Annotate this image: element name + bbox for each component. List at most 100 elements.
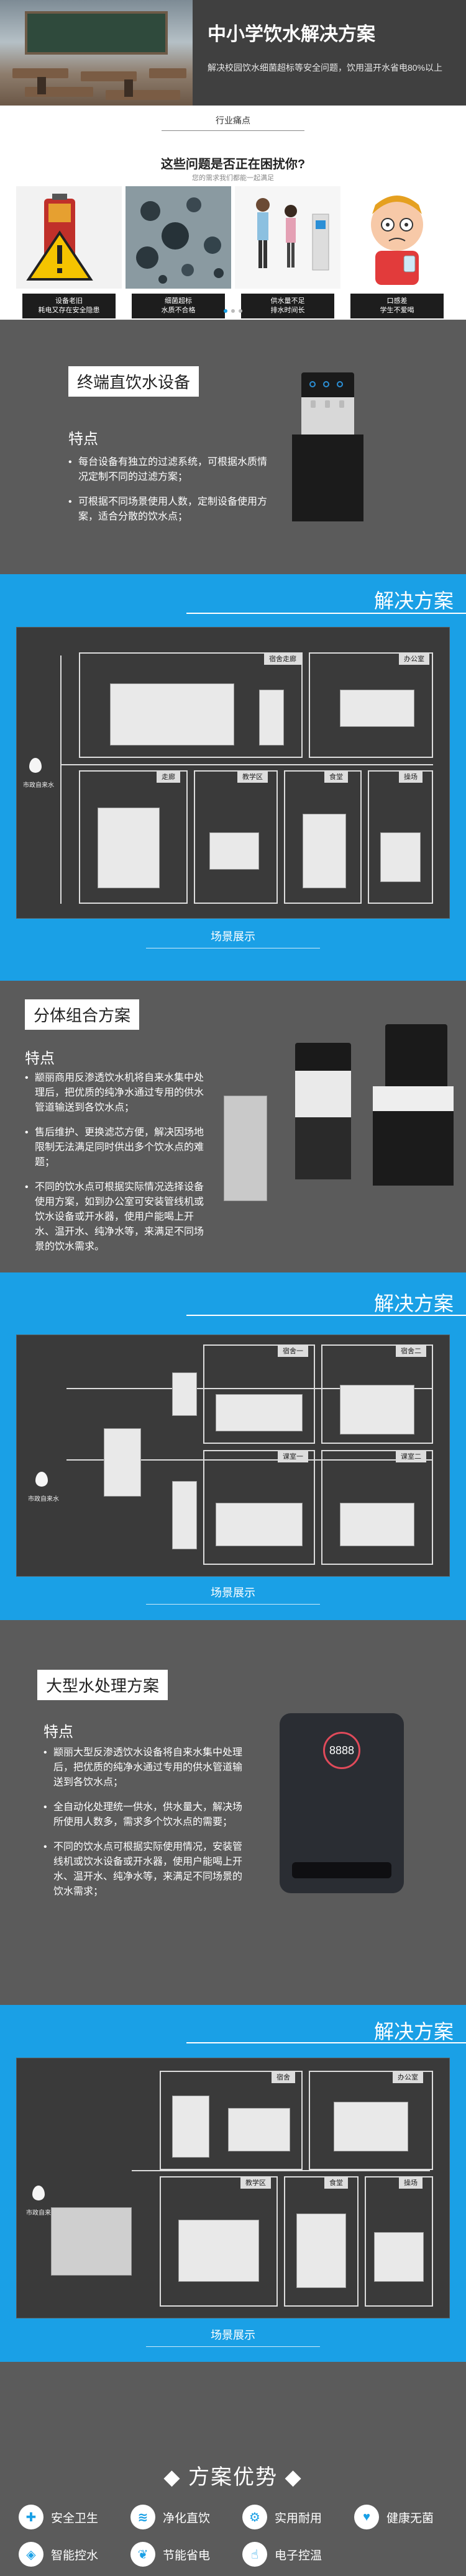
room-tag: 宿舍走廊 — [264, 652, 301, 665]
split-title: 分体组合方案 — [25, 999, 140, 1030]
solution-three: 解决方案 市政自来水 宿舍 办公室 教学区 食堂 操场 场景展示 — [0, 2005, 466, 2362]
child-icon — [344, 186, 450, 289]
water-dispenser-image — [292, 1043, 354, 1186]
large-title: 大型水处理方案 — [37, 1670, 168, 1700]
scene-label: 场景展示 — [0, 928, 466, 948]
room-tag: 操场 — [399, 2176, 423, 2189]
advantage-item: ⚙实用耐用 — [242, 2505, 322, 2529]
advantage-label: 健康无菌 — [386, 2511, 434, 2525]
room-tag: 办公室 — [393, 2071, 423, 2083]
hero-description: 解决校园饮水细菌超标等安全问题，饮用温开水省电80%以上 — [208, 63, 443, 73]
temp-display: 8888 — [329, 1744, 355, 1757]
advantage-item: ❦ 节能省电 — [130, 2542, 210, 2567]
pain-question: 这些问题是否正在困扰你? — [160, 158, 306, 171]
advantage-label: 节能省电 — [163, 2549, 211, 2562]
advantage-item: ✚ 安全卫生 — [19, 2505, 98, 2529]
feature-item: 不同的饮水点可根据实际使用情况，安装管线机或饮水设备或开水器，使用户能喝上开水、… — [43, 1840, 242, 1899]
feature-list: 每台设备有独立的过滤系统，可根据水质情况定制不同的过滤方案； 可根据不同场景使用… — [68, 455, 267, 534]
water-dispenser-image: 8888 — [280, 1713, 404, 1893]
solution-one: 解决方案 市政自来水 宿舍走廊 办公室 走廊 教学区 食堂 操场 — [0, 574, 466, 981]
queue-icon — [235, 186, 340, 289]
water-drop-icon — [32, 2186, 45, 2200]
large-section: 大型水处理方案 特点 颛丽大型反渗透饮水设备将自来水集中处理后，把优质的纯净水通… — [0, 1620, 466, 2005]
advantages-header: ◆ 方案优势 ◆ — [0, 2449, 466, 2498]
room-tag: 教学区 — [240, 2176, 271, 2189]
advantage-label: 智能控水 — [51, 2549, 99, 2562]
scene-diagram: 市政自来水 宿舍一 宿舍二 课室一 课室二 — [16, 1335, 450, 1577]
room-tag: 课室一 — [278, 1450, 308, 1462]
hero-title: 中小学饮水解决方案 — [208, 24, 375, 45]
scene-label: 场景展示 — [0, 2326, 466, 2347]
pain-subtitle: 您的需求我们都能一起满足 — [192, 174, 274, 182]
feature-list: 颛丽商用反渗透饮水机将自来水集中处理后，把优质的纯净水通过专用的供水管道输送到各… — [25, 1071, 211, 1264]
feature-heading: 特点 — [43, 1724, 73, 1741]
bacteria-icon — [126, 186, 231, 289]
feature-heading: 特点 — [25, 1050, 55, 1067]
chip-icon: ◈ — [19, 2542, 43, 2567]
advantage-item: ☝ 电子控温 — [242, 2542, 322, 2567]
pain-caption: 供水量不足 排水时间长 — [241, 294, 334, 318]
battery-warning-icon — [16, 186, 122, 289]
feature-item: 全自动化处理统一供水，供水量大，解决场所使用人数多，需求多个饮水点的需要； — [43, 1800, 242, 1830]
room-tag: 宿舍一 — [278, 1344, 308, 1357]
source-label: 市政自来水 — [23, 782, 54, 789]
pain-tag: 行业痛点 — [0, 114, 466, 131]
pain-card[interactable]: 细菌超标 水质不合格 — [126, 186, 231, 318]
pain-caption: 细菌超标 水质不合格 — [132, 294, 225, 318]
advantages-grid: ✚ 安全卫生 ≋ 净化直饮 ⚙实用耐用 ♥ 健康无菌 ◈ 智能控水 ❦ 节能省电 ☝ 电子控… — [0, 2498, 466, 2576]
feature-item: 可根据不同场景使用人数，定制设备使用方案，适合分散的饮水点； — [68, 495, 267, 525]
carousel-dots[interactable] — [0, 305, 466, 316]
scene-label: 场景展示 — [0, 1584, 466, 1605]
advantages-title: ◆ 方案优势 ◆ — [163, 2466, 303, 2489]
advantage-label: 安全卫生 — [51, 2511, 99, 2525]
advantage-item: ♥ 健康无菌 — [354, 2505, 434, 2529]
feature-item: 颛丽大型反渗透饮水设备将自来水集中处理后，把优质的纯净水通过专用的供水管道输送到… — [43, 1745, 242, 1790]
pain-card[interactable]: 设备老旧 耗电又存在安全隐患 — [16, 186, 122, 318]
hand-icon: ☝ — [242, 2542, 267, 2567]
feature-item: 不同的饮水点可根据实际情况选择设备使用方案，如到办公室可安装管线机或饮水设备或开… — [25, 1180, 211, 1254]
solution-title: 解决方案 — [373, 590, 454, 612]
pain-caption: 设备老旧 耗电又存在安全隐患 — [22, 294, 116, 318]
scene-diagram: 市政自来水 宿舍走廊 办公室 走廊 教学区 食堂 操场 — [16, 627, 450, 919]
room-tag: 食堂 — [324, 770, 348, 783]
solution-title: 解决方案 — [373, 1292, 454, 1315]
pain-card[interactable]: 供水量不足 排水时间长 — [235, 186, 340, 318]
water-drop-icon — [29, 758, 42, 773]
classroom-image — [0, 0, 193, 106]
advantage-label: 电子控温 — [275, 2549, 322, 2562]
feature-heading: 特点 — [68, 431, 98, 448]
pain-cards: 设备老旧 耗电又存在安全隐患 细菌超标 水质不合格 — [16, 186, 450, 318]
room-tag: 操场 — [399, 770, 423, 783]
hero-banner: 中小学饮水解决方案 解决校园饮水细菌超标等安全问题，饮用温开水省电80%以上 — [0, 0, 466, 106]
advantage-item: ◈ 智能控水 — [19, 2542, 98, 2567]
tool-icon: ⚙ — [242, 2505, 267, 2529]
solution-two: 解决方案 市政自来水 宿舍一 宿舍二 课室一 课室二 场景展示 — [0, 1272, 466, 1620]
split-section: 分体组合方案 特点 颛丽商用反渗透饮水机将自来水集中处理后，把优质的纯净水通过专… — [0, 981, 466, 1272]
source-label: 市政自来水 — [26, 2210, 57, 2217]
water-dispenser-image — [292, 372, 363, 528]
feature-item: 颛丽商用反渗透饮水机将自来水集中处理后，把优质的纯净水通过专用的供水管道输送到各… — [25, 1071, 211, 1115]
solution-title: 解决方案 — [373, 2020, 454, 2043]
room-tag: 教学区 — [237, 770, 268, 783]
advantage-label: 净化直饮 — [163, 2511, 211, 2525]
room-tag: 宿舍 — [272, 2071, 295, 2083]
pain-card[interactable]: 口感差 学生不爱喝 — [344, 186, 450, 318]
feature-list: 颛丽大型反渗透饮水设备将自来水集中处理后，把优质的纯净水通过专用的供水管道输送到… — [43, 1745, 242, 1909]
scene-diagram: 市政自来水 宿舍 办公室 教学区 食堂 操场 — [16, 2058, 450, 2318]
advantage-item: ≋ 净化直饮 — [130, 2505, 210, 2529]
pain-section: 行业痛点 这些问题是否正在困扰你? 您的需求我们都能一起满足 设备老旧 耗电又存… — [0, 106, 466, 320]
shield-icon: ✚ — [19, 2505, 43, 2529]
leaf-icon: ❦ — [130, 2542, 155, 2567]
room-tag: 食堂 — [324, 2176, 348, 2189]
room-tag: 走廊 — [157, 770, 180, 783]
filter-icon: ≋ — [130, 2505, 155, 2529]
room-tag: 课室二 — [396, 1450, 426, 1462]
heart-icon: ♥ — [354, 2505, 379, 2529]
source-label: 市政自来水 — [28, 1496, 59, 1503]
feature-item: 每台设备有独立的过滤系统，可根据水质情况定制不同的过滤方案； — [68, 455, 267, 485]
feature-item: 售后维护、更换滤芯方便，解决因场地限制无法满足同时供出多个饮水点的难题； — [25, 1125, 211, 1170]
ro-unit-image — [224, 1096, 267, 1201]
pain-caption: 口感差 学生不爱喝 — [350, 294, 444, 318]
room-tag: 宿舍二 — [396, 1344, 426, 1357]
